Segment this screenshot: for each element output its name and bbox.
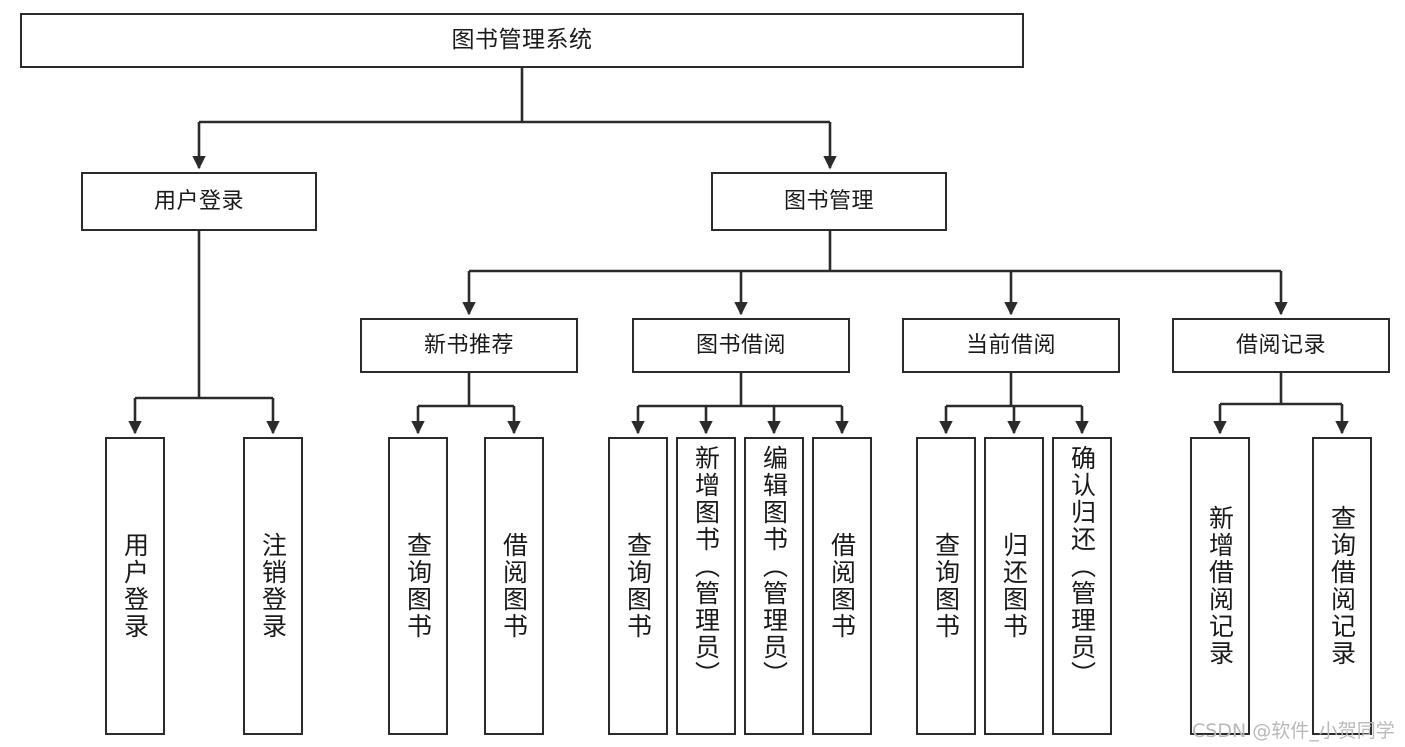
node-new-book-recommend[interactable]: 新书推荐 bbox=[360, 318, 578, 373]
leaf-query-book-new[interactable]: 查询图书 bbox=[388, 437, 448, 735]
leaf-user-login[interactable]: 用户登录 bbox=[105, 437, 165, 735]
leaf-query-borrow-record[interactable]: 查询借阅记录 bbox=[1312, 437, 1372, 735]
leaf-query-book-current-label: 查询图书 bbox=[931, 532, 961, 640]
node-book-borrow-label: 图书借阅 bbox=[695, 332, 786, 358]
leaf-borrow-book-label: 借阅图书 bbox=[827, 532, 857, 640]
node-root[interactable]: 图书管理系统 bbox=[20, 13, 1024, 68]
node-book-borrow[interactable]: 图书借阅 bbox=[632, 318, 850, 373]
node-book-management-label: 图书管理 bbox=[783, 188, 874, 214]
leaf-borrow-book-new[interactable]: 借阅图书 bbox=[484, 437, 544, 735]
leaf-query-book-borrow-label: 查询图书 bbox=[623, 532, 653, 640]
leaf-add-book-admin[interactable]: 新增图书（管理员） bbox=[676, 437, 736, 735]
leaf-query-book-current[interactable]: 查询图书 bbox=[916, 437, 976, 735]
node-book-management[interactable]: 图书管理 bbox=[711, 172, 947, 231]
leaf-add-borrow-record[interactable]: 新增借阅记录 bbox=[1190, 437, 1250, 735]
leaf-logout-label: 注销登录 bbox=[258, 532, 288, 640]
node-borrow-record[interactable]: 借阅记录 bbox=[1172, 318, 1390, 373]
leaf-borrow-book[interactable]: 借阅图书 bbox=[812, 437, 872, 735]
node-borrow-record-label: 借阅记录 bbox=[1235, 332, 1326, 358]
leaf-edit-book-admin-label: 编辑图书（管理员） bbox=[759, 445, 789, 688]
leaf-confirm-return-admin-label: 确认归还（管理员） bbox=[1067, 445, 1097, 688]
leaf-add-book-admin-label: 新增图书（管理员） bbox=[691, 445, 721, 688]
leaf-query-book-new-label: 查询图书 bbox=[403, 532, 433, 640]
leaf-confirm-return-admin[interactable]: 确认归还（管理员） bbox=[1052, 437, 1112, 735]
leaf-edit-book-admin[interactable]: 编辑图书（管理员） bbox=[744, 437, 804, 735]
leaf-query-book-borrow[interactable]: 查询图书 bbox=[608, 437, 668, 735]
leaf-query-borrow-record-label: 查询借阅记录 bbox=[1327, 505, 1357, 667]
node-current-borrow-label: 当前借阅 bbox=[965, 332, 1056, 358]
leaf-logout[interactable]: 注销登录 bbox=[243, 437, 303, 735]
leaf-borrow-book-new-label: 借阅图书 bbox=[499, 532, 529, 640]
node-new-book-recommend-label: 新书推荐 bbox=[423, 332, 514, 358]
node-user-login[interactable]: 用户登录 bbox=[81, 172, 317, 231]
leaf-return-book-label: 归还图书 bbox=[999, 532, 1029, 640]
node-current-borrow[interactable]: 当前借阅 bbox=[902, 318, 1120, 373]
csdn-watermark: CSDN @软件_小贺同学 bbox=[1192, 720, 1395, 742]
leaf-add-borrow-record-label: 新增借阅记录 bbox=[1205, 505, 1235, 667]
node-user-login-label: 用户登录 bbox=[153, 188, 244, 214]
node-root-label: 图书管理系统 bbox=[451, 26, 593, 53]
leaf-user-login-label: 用户登录 bbox=[120, 532, 150, 640]
leaf-return-book[interactable]: 归还图书 bbox=[984, 437, 1044, 735]
